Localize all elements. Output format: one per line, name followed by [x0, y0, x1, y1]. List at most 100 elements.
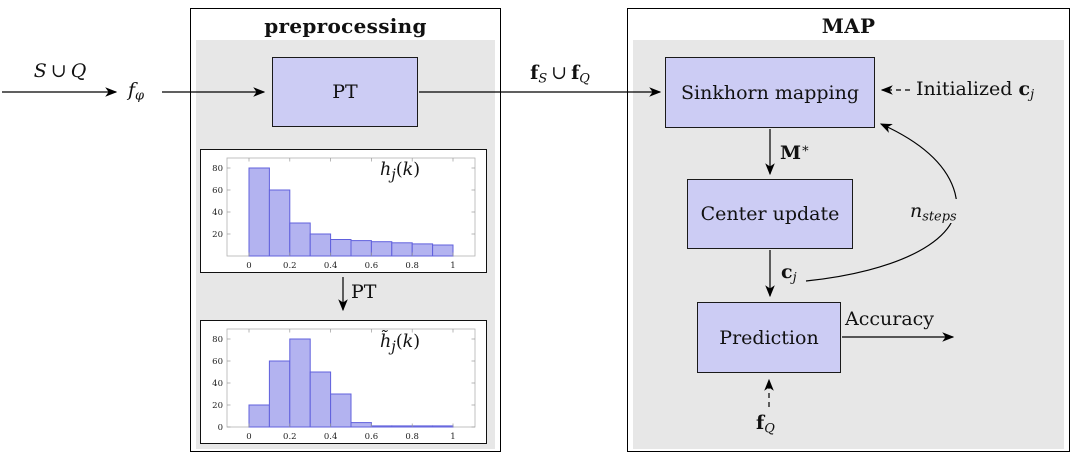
x-tick-label: 0.4 — [324, 261, 338, 271]
histogram-bar — [391, 425, 413, 428]
histogram-bar — [248, 404, 270, 428]
h-sub: j — [391, 166, 396, 184]
histogram-bar — [330, 393, 352, 428]
union-symbol: ∪ — [50, 60, 67, 82]
y-tick-label: 80 — [212, 335, 223, 345]
y-tick-label: 40 — [212, 379, 223, 389]
f-phi-base: f — [128, 79, 136, 101]
x-tick-label: 0.6 — [365, 261, 379, 271]
histogram-bar — [370, 425, 393, 428]
mstar-sup: ∗ — [801, 141, 810, 157]
f-q-sub: Q — [579, 71, 590, 87]
fq-base: f — [756, 412, 765, 434]
f-s-base: f — [530, 62, 539, 84]
accuracy-text: Accuracy — [845, 308, 935, 330]
histogram-bar — [350, 240, 372, 257]
histogram-before-label: hj(k) — [380, 160, 420, 184]
pt-transform-text: PT — [351, 281, 377, 303]
center-update-node-label: Center update — [700, 203, 840, 225]
h-tilde-open-paren: ( — [395, 332, 403, 352]
feature-extractor-label: fφ — [128, 79, 145, 104]
histogram-bar — [268, 360, 291, 428]
histogram-after-canvas: 0 20 40 60 80 0 0.2 0.4 0.6 0.8 1 — [212, 328, 476, 442]
x-tick-label: 0 — [246, 432, 251, 442]
y-tick-label: 40 — [212, 208, 223, 218]
h-close-paren: ) — [413, 160, 421, 180]
prediction-node-label: Prediction — [719, 326, 819, 349]
x-tick-label: 0.8 — [405, 432, 419, 442]
center-update-node: Center update — [687, 179, 853, 249]
accuracy-label: Accuracy — [845, 308, 934, 330]
histogram-bar — [432, 425, 454, 428]
h-tilde-base: h̃ — [380, 332, 392, 352]
nsteps-label: nsteps — [903, 199, 964, 225]
h-open-paren: ( — [395, 160, 403, 180]
initialized-sub: j — [1030, 87, 1035, 103]
x-tick-label: 0.4 — [324, 432, 338, 442]
nsteps-sub: steps — [922, 209, 957, 225]
histogram-bar — [411, 425, 434, 428]
histogram-after-pt: 0 20 40 60 80 0 0.2 0.4 0.6 0.8 1 — [200, 320, 487, 444]
f-phi-sub: φ — [135, 88, 145, 104]
histogram-after-label: h̃j(k) — [380, 332, 420, 356]
h-base: h — [380, 160, 392, 180]
h-tilde-sub: j — [391, 338, 396, 356]
h-tilde-close-paren: ) — [413, 332, 421, 352]
fq-input-label: fQ — [756, 412, 775, 437]
f-s-sub: S — [538, 71, 548, 87]
cj-label: cj — [781, 261, 797, 286]
fq-sub: Q — [764, 421, 775, 437]
pt-node: PT — [272, 57, 418, 127]
y-tick-label: 20 — [212, 230, 223, 240]
pt-node-label: PT — [332, 81, 358, 103]
y-tick-label: 20 — [212, 401, 223, 411]
y-tick-label: 0 — [218, 423, 223, 433]
nsteps-base: n — [910, 200, 923, 222]
histogram-bar — [309, 371, 332, 428]
sinkhorn-mapping-node: Sinkhorn mapping — [665, 57, 875, 128]
features-union-symbol: ∪ — [551, 62, 568, 84]
prediction-node: Prediction — [697, 302, 841, 373]
y-tick-label: 60 — [212, 186, 223, 196]
y-tick-label: 80 — [212, 164, 223, 174]
histogram-bar — [391, 242, 413, 257]
h-arg: k — [402, 160, 414, 180]
x-tick-label: 1 — [450, 261, 455, 271]
histogram-before-pt: 20 40 60 80 0 0.2 0.4 0.6 0.8 1 — [200, 149, 487, 273]
x-tick-label: 0.6 — [365, 432, 379, 442]
y-tick-label: 60 — [212, 357, 223, 367]
mstar-label: M∗ — [780, 142, 810, 164]
histogram-bar — [248, 167, 270, 257]
preprocessing-title: preprocessing — [264, 14, 427, 38]
features-union-label: fS∪fQ — [500, 62, 620, 87]
histogram-bar — [309, 233, 332, 257]
initialized-c: c — [1018, 78, 1031, 100]
x-tick-label: 0.2 — [283, 432, 297, 442]
histogram-bar — [432, 244, 454, 257]
histogram-bar — [330, 239, 352, 257]
h-tilde-arg: k — [402, 332, 414, 352]
map-title: MAP — [821, 14, 876, 38]
histogram-bar — [268, 189, 291, 257]
x-tick-label: 0 — [246, 261, 251, 271]
pt-transform-label: PT — [351, 281, 376, 303]
initialized-cj-label: Initialized cj — [916, 78, 1035, 103]
histogram-before-canvas: 20 40 60 80 0 0.2 0.4 0.6 0.8 1 — [212, 157, 476, 271]
mstar-base: M — [780, 142, 802, 164]
cj-sub: j — [792, 270, 797, 286]
histogram-bar — [350, 422, 372, 428]
histogram-bar — [370, 241, 393, 257]
x-tick-label: 1 — [450, 432, 455, 442]
histogram-bar — [411, 243, 434, 257]
input-sets-label: S∪Q — [24, 60, 96, 82]
initialized-text: Initialized — [916, 78, 1013, 100]
histogram-bar — [289, 338, 311, 428]
sinkhorn-node-label: Sinkhorn mapping — [680, 81, 860, 104]
f-q-base: f — [571, 62, 580, 84]
cj-base: c — [781, 261, 793, 283]
set-q: Q — [70, 60, 87, 82]
x-tick-label: 0.2 — [283, 261, 297, 271]
x-tick-label: 0.8 — [405, 261, 419, 271]
histogram-bar — [289, 222, 311, 257]
